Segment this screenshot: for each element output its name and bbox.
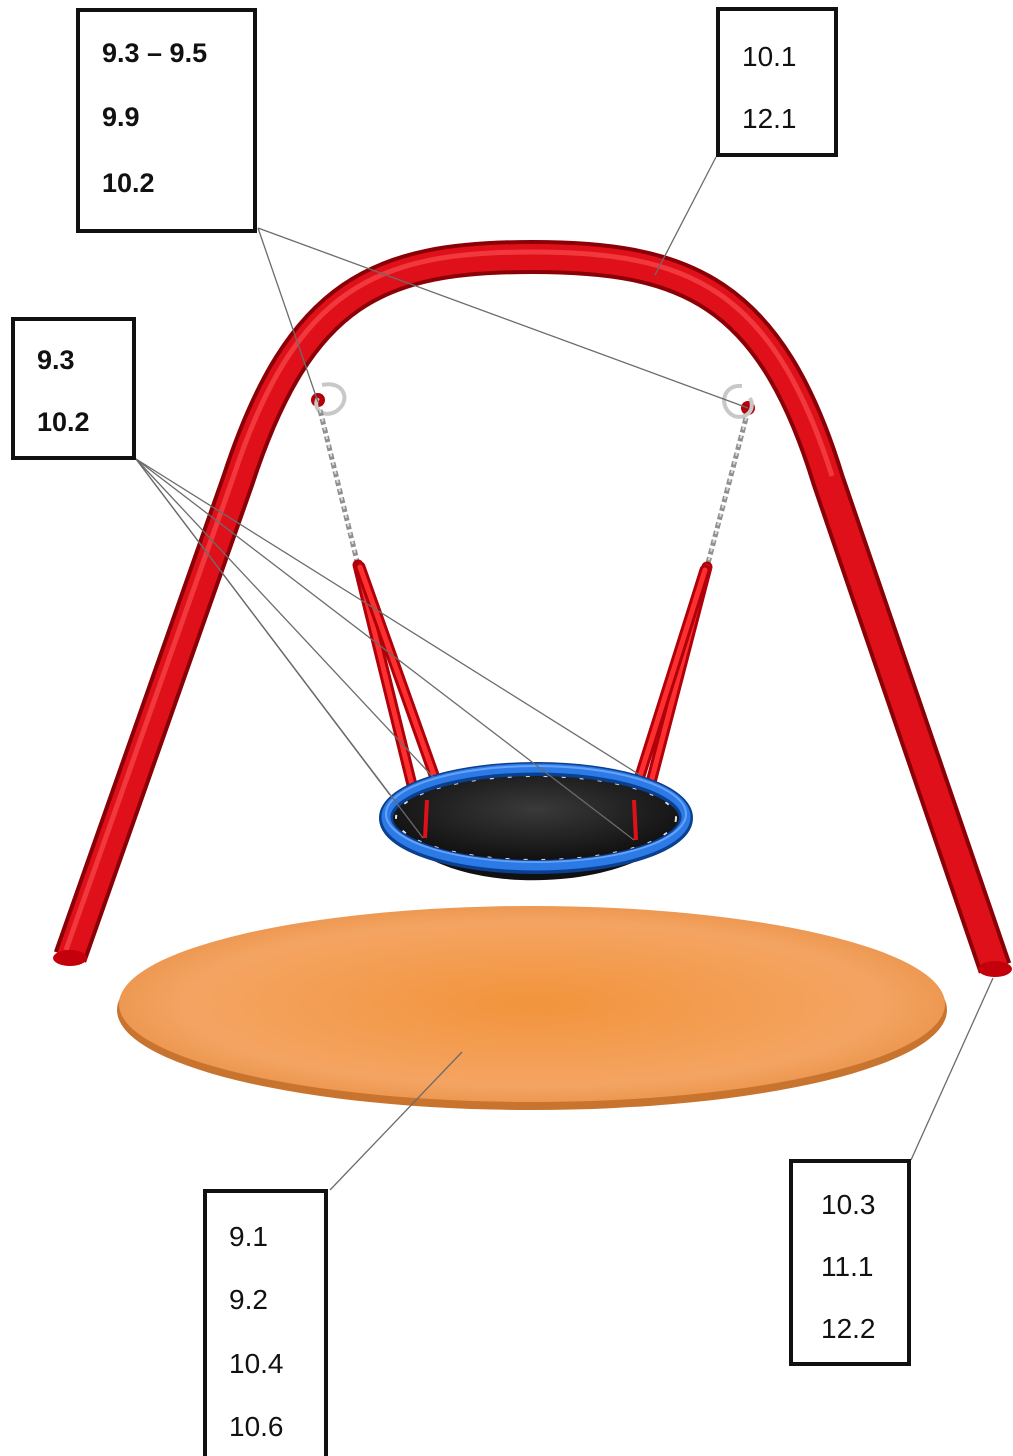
leader-top-right-to-arch xyxy=(654,156,717,276)
callout-line: 9.9 xyxy=(102,102,140,132)
callout-line: 10.2 xyxy=(37,407,90,437)
callout-mid-left: 9.3 10.2 xyxy=(11,317,136,460)
leader-top-left-to-left-hanger xyxy=(257,227,319,403)
callout-line: 9.1 xyxy=(229,1221,268,1252)
leader-mid-left-2 xyxy=(135,458,424,839)
ground-surface xyxy=(117,906,947,1110)
callout-line: 9.3 xyxy=(37,345,75,375)
callout-top-right: 10.1 12.1 xyxy=(716,7,838,157)
callout-line: 10.2 xyxy=(102,168,155,198)
arch-frame xyxy=(53,239,1012,977)
callout-bottom-right: 10.3 11.1 12.2 xyxy=(789,1159,911,1366)
callout-line: 10.3 xyxy=(821,1189,876,1220)
callout-line: 9.2 xyxy=(229,1284,268,1315)
callout-line: 10.6 xyxy=(229,1411,284,1442)
callout-line: 10.4 xyxy=(229,1348,284,1379)
callout-top-left: 9.3 – 9.5 9.9 10.2 xyxy=(76,8,257,233)
leader-bottom-left-to-ground xyxy=(329,1051,463,1191)
leader-bottom-right-to-post xyxy=(910,977,994,1161)
callout-line: 12.2 xyxy=(821,1313,876,1344)
callout-line: 12.1 xyxy=(742,103,797,134)
callout-line: 11.1 xyxy=(821,1251,874,1282)
callout-line: 9.3 – 9.5 xyxy=(102,38,208,68)
callout-line: 10.1 xyxy=(742,41,797,72)
leader-mid-left-5 xyxy=(135,458,641,776)
left-chain xyxy=(317,409,361,566)
leader-lines xyxy=(135,156,994,1191)
callout-bottom-left: 9.1 9.2 10.4 10.6 xyxy=(203,1189,328,1456)
left-hanger xyxy=(311,382,347,416)
leader-mid-left-3 xyxy=(135,458,434,778)
leader-mid-left-4 xyxy=(135,458,635,841)
leader-top-left-to-right-hanger xyxy=(257,227,749,409)
nest-seat xyxy=(379,762,693,881)
right-chain xyxy=(704,417,749,568)
